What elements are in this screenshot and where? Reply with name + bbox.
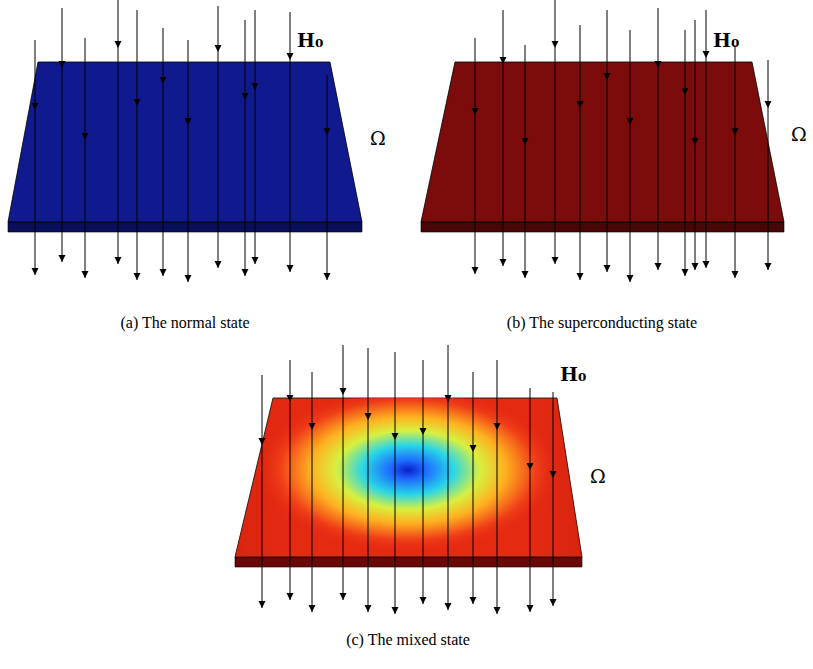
field-arrow bbox=[768, 60, 769, 270]
field-arrow bbox=[327, 75, 328, 280]
field-arrow bbox=[290, 360, 291, 600]
field-arrow bbox=[475, 38, 476, 274]
field-arrow bbox=[580, 25, 581, 280]
field-arrow bbox=[368, 348, 369, 612]
field-label: H₀ bbox=[560, 364, 586, 385]
field-arrow bbox=[137, 10, 138, 280]
field-arrow bbox=[658, 8, 659, 270]
field-arrow bbox=[35, 40, 36, 275]
field-label: H₀ bbox=[297, 30, 323, 51]
field-arrow bbox=[118, 0, 119, 264]
field-arrow bbox=[607, 10, 608, 272]
field-arrow bbox=[163, 28, 164, 276]
field-arrow bbox=[290, 12, 291, 272]
field-arrow bbox=[423, 360, 424, 604]
panel-caption: (a) The normal state bbox=[121, 314, 250, 332]
plate-normal bbox=[8, 62, 362, 232]
field-arrow bbox=[395, 352, 396, 614]
field-arrow bbox=[685, 30, 686, 276]
field-arrow bbox=[245, 20, 246, 276]
field-arrow bbox=[473, 372, 474, 604]
panel-caption: (c) The mixed state bbox=[346, 631, 470, 649]
field-lines bbox=[35, 0, 768, 614]
field-arrow bbox=[497, 360, 498, 614]
field-arrow bbox=[343, 345, 344, 600]
field-arrow bbox=[525, 45, 526, 278]
field-arrow bbox=[530, 388, 531, 612]
field-arrow bbox=[630, 30, 631, 282]
field-arrow bbox=[553, 392, 554, 606]
field-arrow bbox=[262, 375, 263, 608]
domain-label: Ω bbox=[791, 124, 807, 145]
panel-caption: (b) The superconducting state bbox=[507, 314, 697, 332]
field-arrow bbox=[706, 10, 707, 268]
field-arrow bbox=[62, 8, 63, 262]
field-arrow bbox=[695, 20, 696, 270]
domain-label: Ω bbox=[590, 466, 606, 487]
field-label: H₀ bbox=[713, 30, 739, 51]
field-arrow bbox=[188, 40, 189, 282]
field-arrow bbox=[448, 345, 449, 610]
field-arrow bbox=[555, 0, 556, 264]
field-arrow bbox=[218, 6, 219, 268]
field-arrow bbox=[503, 10, 504, 266]
field-arrow bbox=[255, 10, 256, 264]
domain-label: Ω bbox=[370, 128, 386, 149]
field-arrow bbox=[735, 45, 736, 278]
field-arrow bbox=[312, 372, 313, 612]
field-arrow bbox=[85, 38, 86, 278]
